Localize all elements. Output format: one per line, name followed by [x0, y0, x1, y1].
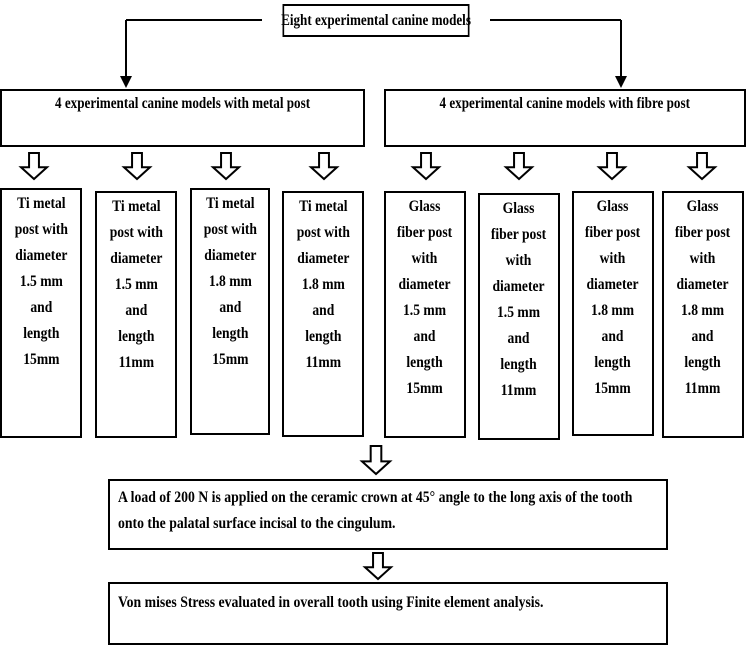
model-box-text: Ti metal post with diameter 1.5 mm and length… [109, 193, 162, 436]
load-condition: A load of 200 N is applied on the cerami… [108, 479, 668, 550]
model-box-line: and [312, 302, 334, 319]
model-box-line: fiber post [585, 224, 641, 241]
model-box-line: with [506, 252, 532, 269]
model-box-line: fiber post [491, 226, 547, 243]
metal-post-group-label: 4 experimental canine models with metal … [54, 95, 311, 112]
model-box-line: 1.5 mm [19, 273, 63, 290]
model-box-line: 1.5 mm [403, 302, 447, 319]
down-arrow-icon [308, 152, 340, 181]
down-arrow-icon [410, 152, 442, 181]
down-arrow-icon [210, 152, 242, 181]
model-box-line: and [219, 299, 241, 316]
model-box-line: post with [14, 221, 68, 238]
model-box-line: post with [203, 221, 257, 238]
model-box-line: length [117, 328, 155, 345]
model-box-line: with [690, 250, 716, 267]
model-box-line: and [30, 299, 52, 316]
model-box-1: Ti metal post with diameter 1.5 mm and length… [0, 188, 82, 438]
down-arrow-icon [596, 152, 628, 181]
model-box-line: Glass [597, 198, 629, 215]
model-box-line: 15mm [22, 351, 60, 368]
model-box-line: 1.5 mm [497, 304, 541, 321]
model-box-line: 1.8 mm [681, 302, 725, 319]
model-box-8: Glass fiber post with diameter 1.8 mm and leng… [662, 191, 744, 438]
model-box-line: and [508, 330, 530, 347]
model-box-line: 1.8 mm [208, 273, 252, 290]
model-box-line: Glass [503, 200, 535, 217]
fibre-post-group-label: 4 experimental canine models with fibre … [439, 95, 691, 112]
model-box-line: 11mm [685, 380, 721, 397]
model-box-line: diameter [398, 276, 452, 293]
analysis-result-label: Von mises Stress evaluated in overall to… [118, 594, 544, 611]
model-box-line: diameter [203, 247, 257, 264]
model-box-line: Ti metal [111, 198, 161, 215]
model-box-line: diameter [676, 276, 730, 293]
model-box-line: length [684, 354, 722, 371]
down-arrow-icon [686, 152, 718, 181]
model-box-6: Glass fiber post with diameter 1.5 mm and leng… [478, 193, 560, 440]
model-box-text: Ti metal post with diameter 1.8 mm and length… [203, 190, 256, 433]
model-box-line: and [125, 302, 147, 319]
model-box-line: length [406, 354, 444, 371]
metal-post-group: 4 experimental canine models with metal … [0, 89, 365, 147]
model-box-line: 1.8 mm [591, 302, 635, 319]
model-box-line: and [602, 328, 624, 345]
model-box-line: 15mm [211, 351, 249, 368]
model-box-line: diameter [586, 276, 640, 293]
down-arrow-icon [359, 445, 393, 476]
model-box-4: Ti metal post with diameter 1.8 mm and length… [282, 191, 364, 437]
model-box-line: and [414, 328, 436, 345]
model-box-line: Ti metal [298, 198, 348, 215]
model-box-line: diameter [14, 247, 68, 264]
model-box-5: Glass fiber post with diameter 1.5 mm and leng… [384, 191, 466, 438]
model-box-2: Ti metal post with diameter 1.5 mm and length… [95, 191, 177, 438]
model-box-text: Glass fiber post with diameter 1.5 mm and leng… [491, 195, 546, 438]
model-box-line: diameter [296, 250, 350, 267]
down-arrow-icon [121, 152, 153, 181]
model-box-line: length [500, 356, 538, 373]
model-box-line: 1.5 mm [114, 276, 158, 293]
load-condition-line-2: onto the palatal surface incisal to the … [118, 515, 396, 532]
model-box-text: Glass fiber post with diameter 1.8 mm and leng… [585, 193, 640, 434]
down-arrow-icon [503, 152, 535, 181]
model-box-line: length [304, 328, 342, 345]
model-box-line: length [594, 354, 632, 371]
model-box-line: fiber post [675, 224, 731, 241]
model-box-line: length [211, 325, 249, 342]
model-box-line: with [412, 250, 438, 267]
analysis-result: Von mises Stress evaluated in overall to… [108, 582, 668, 645]
model-box-line: diameter [109, 250, 163, 267]
model-box-line: with [600, 250, 626, 267]
model-box-text: Ti metal post with diameter 1.5 mm and length… [14, 190, 67, 436]
fibre-post-group: 4 experimental canine models with fibre … [384, 89, 746, 147]
model-box-line: post with [109, 224, 163, 241]
model-box-line: 11mm [501, 382, 537, 399]
model-box-3: Ti metal post with diameter 1.8 mm and length… [190, 188, 270, 435]
load-condition-line-1: A load of 200 N is applied on the cerami… [118, 489, 633, 506]
model-box-line: Glass [409, 198, 441, 215]
model-box-line: Ti metal [16, 195, 66, 212]
model-box-line: 11mm [305, 354, 341, 371]
model-box-line: 11mm [118, 354, 154, 371]
down-arrow-icon [362, 552, 394, 581]
model-box-line: 15mm [594, 380, 632, 397]
model-box-7: Glass fiber post with diameter 1.8 mm and leng… [572, 191, 654, 436]
model-box-text: Glass fiber post with diameter 1.5 mm and leng… [397, 193, 452, 436]
model-box-line: Glass [687, 198, 719, 215]
model-box-line: 1.8 mm [301, 276, 345, 293]
root-node: Eight experimental canine models [281, 4, 471, 37]
model-box-text: Ti metal post with diameter 1.8 mm and length… [296, 193, 349, 435]
model-box-line: post with [296, 224, 350, 241]
model-box-line: and [692, 328, 714, 345]
model-box-line: length [22, 325, 60, 342]
model-box-line: 15mm [406, 380, 444, 397]
model-box-line: fiber post [397, 224, 453, 241]
down-arrow-icon [18, 152, 50, 181]
model-box-line: Ti metal [205, 195, 255, 212]
model-box-line: diameter [492, 278, 546, 295]
root-node-label: Eight experimental canine models [281, 11, 471, 29]
model-box-text: Glass fiber post with diameter 1.8 mm and leng… [675, 193, 730, 436]
